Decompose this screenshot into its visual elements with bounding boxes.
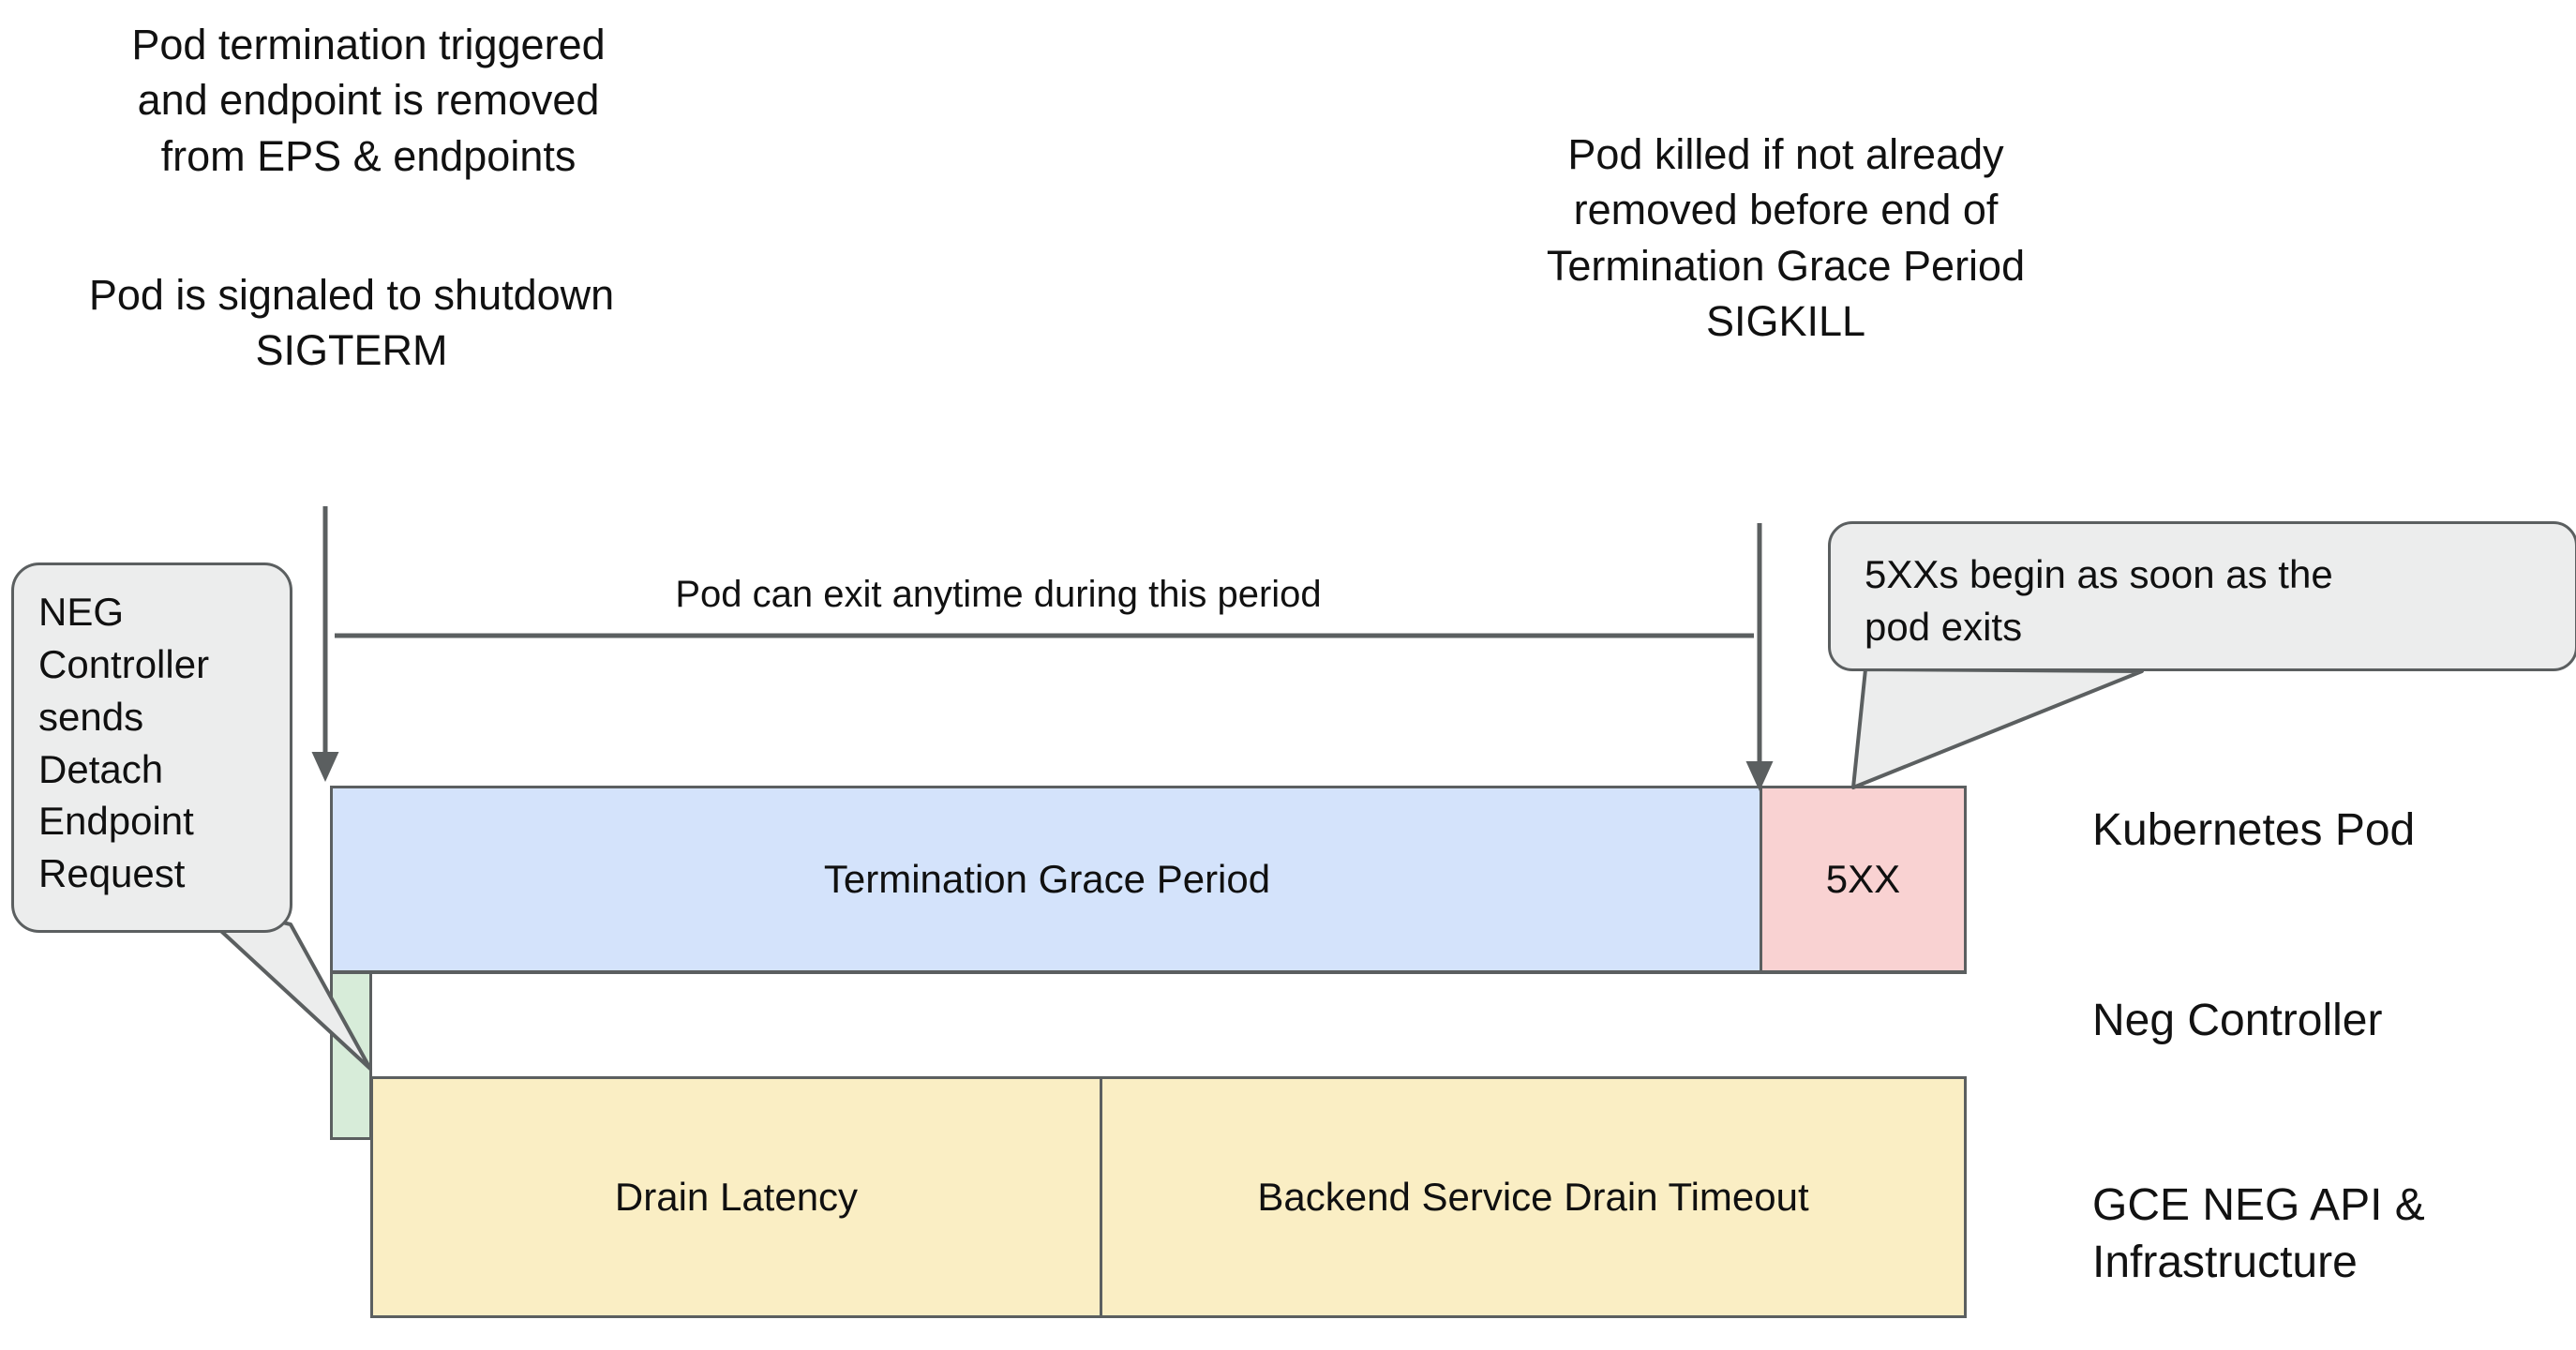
timeline-caption: Pod can exit anytime during this period (675, 574, 1322, 615)
note-pod-killed-sigkill: Pod killed if not already removed before… (1546, 130, 2026, 346)
bar-backend-service-drain-timeout: Backend Service Drain Timeout (1100, 1076, 1967, 1318)
bar-drain-latency: Drain Latency (370, 1076, 1100, 1318)
note-pod-signaled-sigterm: Pod is signaled to shutdown SIGTERM (88, 271, 615, 375)
row-label-gce-neg-api: GCE NEG API & Infrastructure (2092, 1180, 2425, 1288)
bar-termination-grace-period: Termination Grace Period (330, 786, 1761, 973)
bar-5xx: 5XX (1760, 786, 1967, 973)
bar-neg-controller-detach (330, 971, 372, 1140)
note-pod-termination-triggered: Pod termination triggered and endpoint i… (131, 21, 606, 180)
row-label-kubernetes-pod: Kubernetes Pod (2092, 805, 2416, 855)
callout-neg-controller: NEG Controller sends Detach Endpoint Req… (11, 562, 292, 933)
callout-tail-5xx (1851, 668, 2144, 789)
callout-5xx-begin: 5XXs begin as soon as the pod exits (1828, 521, 2576, 671)
row-label-neg-controller: Neg Controller (2092, 996, 2383, 1045)
